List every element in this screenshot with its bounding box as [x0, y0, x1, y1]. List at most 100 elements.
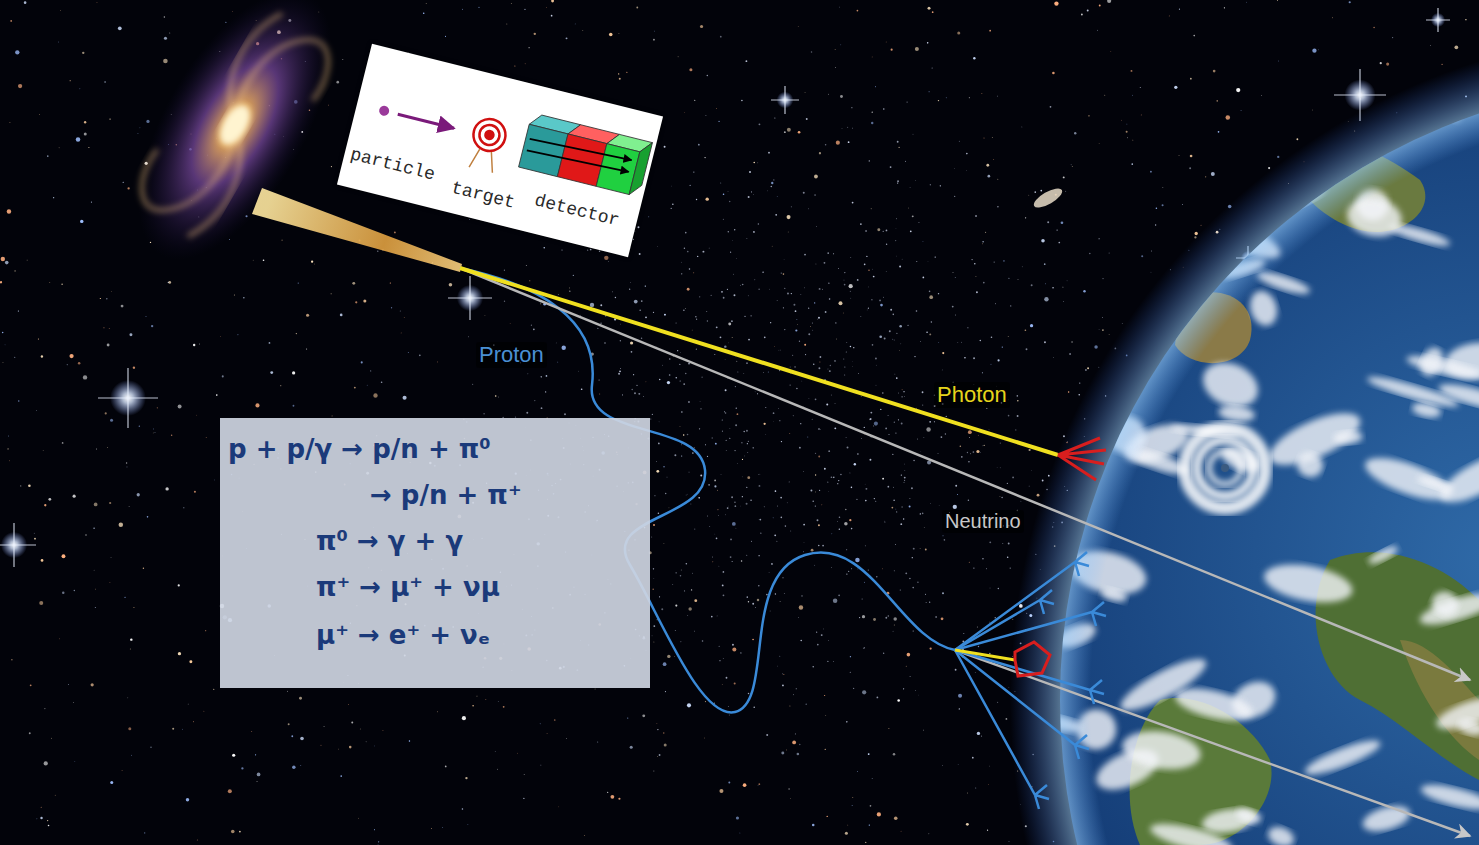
star [731, 337, 733, 339]
star [857, 771, 859, 773]
star [524, 63, 526, 65]
star [900, 523, 902, 525]
star [1008, 278, 1009, 279]
star [850, 346, 851, 347]
star [187, 703, 189, 705]
star [886, 244, 887, 245]
star [354, 387, 356, 389]
star [282, 240, 283, 241]
star [910, 230, 912, 232]
star [909, 186, 911, 188]
star [840, 95, 843, 98]
star [1079, 382, 1080, 383]
star [784, 288, 785, 289]
star [776, 300, 778, 302]
star [869, 419, 870, 420]
star [437, 361, 439, 363]
star [753, 231, 755, 233]
star [137, 133, 139, 135]
star [938, 100, 939, 101]
star [989, 541, 991, 543]
star [1141, 255, 1143, 257]
star [147, 516, 149, 518]
star [753, 447, 754, 448]
star [663, 466, 664, 467]
star [747, 452, 749, 454]
star [1008, 415, 1010, 417]
star [1205, 176, 1206, 177]
star [121, 770, 123, 772]
star [819, 429, 821, 431]
star [705, 444, 706, 445]
star [1121, 323, 1123, 325]
star [95, 607, 96, 608]
star [912, 133, 914, 135]
star [804, 254, 806, 256]
star [874, 422, 878, 426]
star [960, 445, 962, 447]
star [830, 365, 831, 366]
star [659, 754, 661, 756]
star [119, 523, 123, 527]
star [680, 380, 681, 381]
star [824, 468, 826, 470]
photon-shower [1058, 438, 1106, 480]
star [676, 572, 677, 573]
star [78, 362, 81, 365]
star [1349, 1, 1351, 3]
star [894, 570, 895, 571]
target-stand [469, 148, 497, 173]
star [814, 194, 816, 196]
shower-branch [955, 650, 1089, 759]
star [403, 317, 405, 319]
star [1062, 286, 1064, 288]
star [844, 284, 846, 286]
star [728, 714, 730, 716]
star [888, 434, 890, 436]
star [216, 394, 218, 396]
star [88, 147, 89, 148]
star [742, 459, 743, 460]
star [725, 514, 727, 516]
star [390, 282, 391, 283]
star [732, 647, 736, 651]
star [164, 16, 165, 17]
star [895, 543, 897, 545]
star [991, 137, 993, 139]
star [812, 329, 814, 331]
star [29, 732, 31, 734]
star [759, 473, 761, 475]
track-arrow [527, 147, 629, 176]
star [154, 432, 156, 434]
star [193, 721, 195, 723]
star [123, 182, 124, 183]
star [688, 607, 691, 610]
star [1034, 191, 1036, 193]
star [764, 336, 766, 338]
star [1026, 348, 1028, 350]
cloud [1156, 169, 1234, 209]
star [857, 453, 858, 454]
star [776, 505, 778, 507]
star [848, 141, 850, 143]
star [771, 245, 773, 247]
neutrino-track [955, 650, 1470, 836]
star [973, 451, 975, 453]
star [394, 231, 396, 233]
star [525, 265, 527, 267]
star [653, 578, 655, 580]
star [558, 806, 560, 808]
star [841, 127, 843, 129]
star [1168, 15, 1170, 17]
star [688, 471, 690, 473]
proton-label: Proton [476, 342, 547, 368]
star [636, 385, 637, 386]
star [1065, 190, 1067, 192]
star [1182, 204, 1184, 206]
star [734, 229, 735, 230]
star [288, 723, 290, 725]
star [807, 436, 809, 438]
star [774, 118, 775, 119]
star [597, 742, 598, 743]
star [915, 690, 917, 692]
